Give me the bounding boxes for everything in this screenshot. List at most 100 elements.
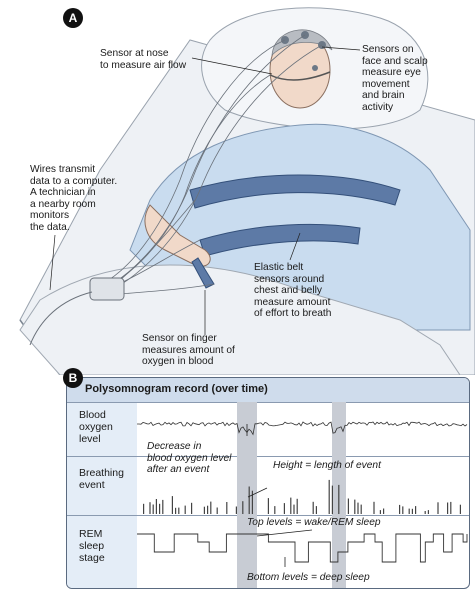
sleep-study-illustration — [19, 7, 475, 375]
breathing-bar — [143, 503, 145, 514]
breathing-bar — [315, 506, 317, 514]
breathing-bar — [226, 502, 228, 514]
annotation-top-levels: Top levels = wake/REM sleep — [247, 517, 381, 528]
breathing-bar — [210, 501, 212, 514]
breathing-bar — [328, 479, 330, 514]
label-wires: Wires transmit data to a computer. A tec… — [30, 164, 117, 233]
breathing-bar — [283, 503, 285, 514]
annotation-arrows — [246, 424, 313, 567]
belly-belt — [199, 223, 361, 257]
label-line: movement — [362, 78, 410, 90]
label-line: oxygen — [79, 421, 113, 433]
breathing-bar — [347, 498, 349, 514]
annotation-oxygen-decrease: Decrease in blood oxygen level after an … — [147, 441, 231, 476]
polysomnogram-panel: Polysomnogram record (over time) Blood o… — [66, 377, 470, 589]
label-line: a nearby room — [30, 198, 96, 210]
label-line: Wires transmit — [30, 164, 96, 175]
breathing-bar — [411, 508, 413, 514]
label-line: Sensor on finger — [142, 333, 217, 344]
row-divider — [67, 515, 469, 516]
leader-lines — [49, 46, 361, 335]
breathing-bar — [447, 502, 449, 514]
label-line: activity — [362, 101, 394, 113]
finger-sensor — [191, 257, 215, 289]
label-line: Breathing — [79, 467, 124, 479]
label-line: measures amount of — [142, 344, 235, 356]
label-line: Sensors on — [362, 44, 414, 55]
label-line: Blood — [79, 409, 106, 421]
blanket — [19, 264, 461, 375]
breathing-bar — [171, 496, 173, 514]
hair — [271, 29, 333, 57]
breathing-bar — [427, 510, 429, 514]
breathing-bar — [175, 507, 177, 514]
breathing-bar — [296, 498, 298, 514]
label-belt: Elastic belt sensors around chest and be… — [254, 262, 331, 320]
breathing-bar — [312, 501, 314, 514]
label-line: sensors around — [254, 273, 325, 285]
panel-a-badge: A — [63, 8, 83, 28]
label-line: oxygen in blood — [142, 356, 214, 367]
breathing-bar — [373, 501, 375, 514]
row-label-blood-oxygen: Blood oxygen level — [67, 403, 137, 456]
cable-to-computer — [29, 291, 93, 346]
sleep-stage-trace — [137, 533, 468, 563]
label-nose-sensor: Sensor at nose to measure air flow — [100, 48, 186, 71]
label-finger-sensor: Sensor on finger measures amount of oxyg… — [142, 333, 235, 368]
breathing-bar — [152, 504, 154, 514]
label-line: blood oxygen level — [147, 452, 232, 464]
label-line: monitors — [30, 210, 70, 221]
breathing-bar — [274, 506, 276, 514]
breathing-bar — [360, 504, 362, 514]
label-line: face and scalp — [362, 55, 428, 67]
breathing-bar — [290, 497, 292, 514]
label-line: stage — [79, 552, 105, 564]
breathing-bar — [149, 502, 151, 514]
breathing-bar — [203, 506, 205, 514]
label-line: data to a computer. — [30, 175, 118, 187]
panel-b-badge: B — [63, 368, 83, 388]
label-line: chest and belly — [254, 285, 322, 296]
breathing-bar — [338, 484, 340, 514]
breathing-bar — [354, 499, 356, 514]
label-line: Elastic belt — [254, 262, 304, 273]
row-label-breathing-event: Breathing event — [67, 457, 137, 515]
breathing-bar — [178, 507, 180, 514]
polysomnogram-header: Polysomnogram record (over time) — [67, 378, 469, 403]
event-highlight-1 — [237, 402, 257, 588]
breathing-bars — [143, 479, 461, 514]
breathing-bar — [267, 498, 269, 514]
breathing-bar — [450, 501, 452, 514]
breathing-bar — [207, 505, 209, 514]
label-line: A technician in — [30, 187, 96, 198]
breathing-bar — [235, 506, 237, 514]
label-line: REM — [79, 528, 103, 540]
annotation-event-height: Height = length of event — [273, 460, 381, 471]
breathing-bar — [216, 507, 218, 514]
breathing-bar — [415, 506, 417, 514]
annotation-bottom-levels: Bottom levels = deep sleep — [247, 572, 370, 583]
wire-bundle — [97, 34, 323, 296]
breathing-bar — [159, 503, 161, 514]
label-line: sleep — [79, 540, 105, 552]
breathing-bar — [402, 506, 404, 514]
label-line: measure amount — [254, 296, 331, 308]
transmitter-box — [89, 277, 125, 301]
breathing-bar — [437, 502, 439, 514]
label-line: Sensor at nose — [100, 48, 169, 59]
row-label-rem-sleep: REM sleep stage — [67, 516, 137, 588]
oxygen-trace-line — [137, 421, 468, 436]
label-line: measure eye — [362, 67, 421, 78]
breathing-bar — [162, 499, 164, 514]
face-sensor — [312, 65, 318, 71]
label-face-sensors: Sensors on face and scalp measure eye mo… — [362, 44, 428, 113]
breathing-bar — [408, 508, 410, 514]
breathing-bar — [293, 504, 295, 514]
breathing-bar — [191, 502, 193, 514]
breathing-bar — [357, 502, 359, 514]
breathing-bar — [155, 499, 157, 514]
breathing-bar — [459, 504, 461, 514]
oxygen-trace — [137, 421, 468, 436]
label-line: the data. — [30, 221, 70, 233]
polysomnogram-traces — [137, 402, 468, 588]
